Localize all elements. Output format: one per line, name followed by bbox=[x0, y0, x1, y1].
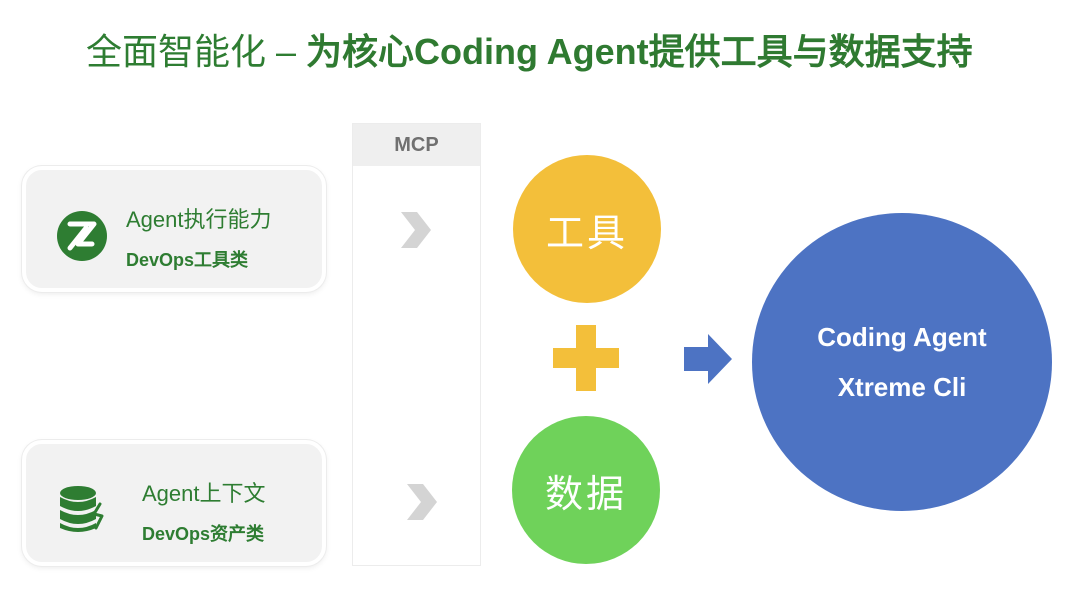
tools-label: 工具 bbox=[545, 212, 628, 255]
card-subtitle: DevOps资产类 bbox=[142, 524, 265, 544]
data-node: 数据 bbox=[512, 416, 660, 564]
title-prefix: 全面智能化 – bbox=[86, 31, 307, 72]
card-title: Agent上下文 bbox=[142, 481, 266, 506]
card-agent-execution: Agent执行能力 DevOps工具类 bbox=[22, 166, 326, 292]
mcp-column: MCP bbox=[353, 124, 480, 565]
coding-agent-node: Coding Agent Xtreme Cli bbox=[752, 213, 1052, 511]
card-agent-context: Agent上下文 DevOps资产类 bbox=[22, 440, 326, 566]
database-icon bbox=[60, 486, 104, 532]
chevron-right-icon bbox=[401, 212, 431, 248]
z-logo-icon bbox=[57, 211, 107, 261]
title-emphasis: 为核心Coding Agent提供工具与数据支持 bbox=[306, 31, 973, 72]
agent-line-2: Xtreme Cli bbox=[837, 372, 967, 402]
chevron-right-icon bbox=[407, 484, 437, 520]
plus-icon bbox=[553, 325, 619, 391]
data-label: 数据 bbox=[544, 473, 627, 516]
card-title: Agent执行能力 bbox=[126, 207, 272, 232]
card-subtitle: DevOps工具类 bbox=[126, 250, 249, 270]
tools-node: 工具 bbox=[513, 155, 661, 303]
arrow-right-icon bbox=[684, 334, 732, 384]
slide-title: 全面智能化 – 为核心Coding Agent提供工具与数据支持 bbox=[86, 22, 973, 82]
agent-line-1: Coding Agent bbox=[817, 322, 987, 352]
mcp-header: MCP bbox=[353, 124, 480, 166]
